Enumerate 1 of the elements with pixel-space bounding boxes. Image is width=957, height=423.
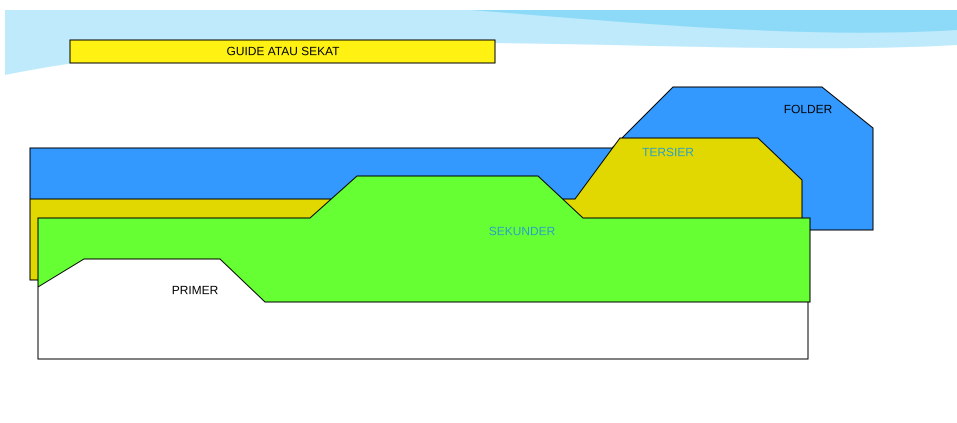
title-box: GUIDE ATAU SEKAT (70, 40, 496, 64)
